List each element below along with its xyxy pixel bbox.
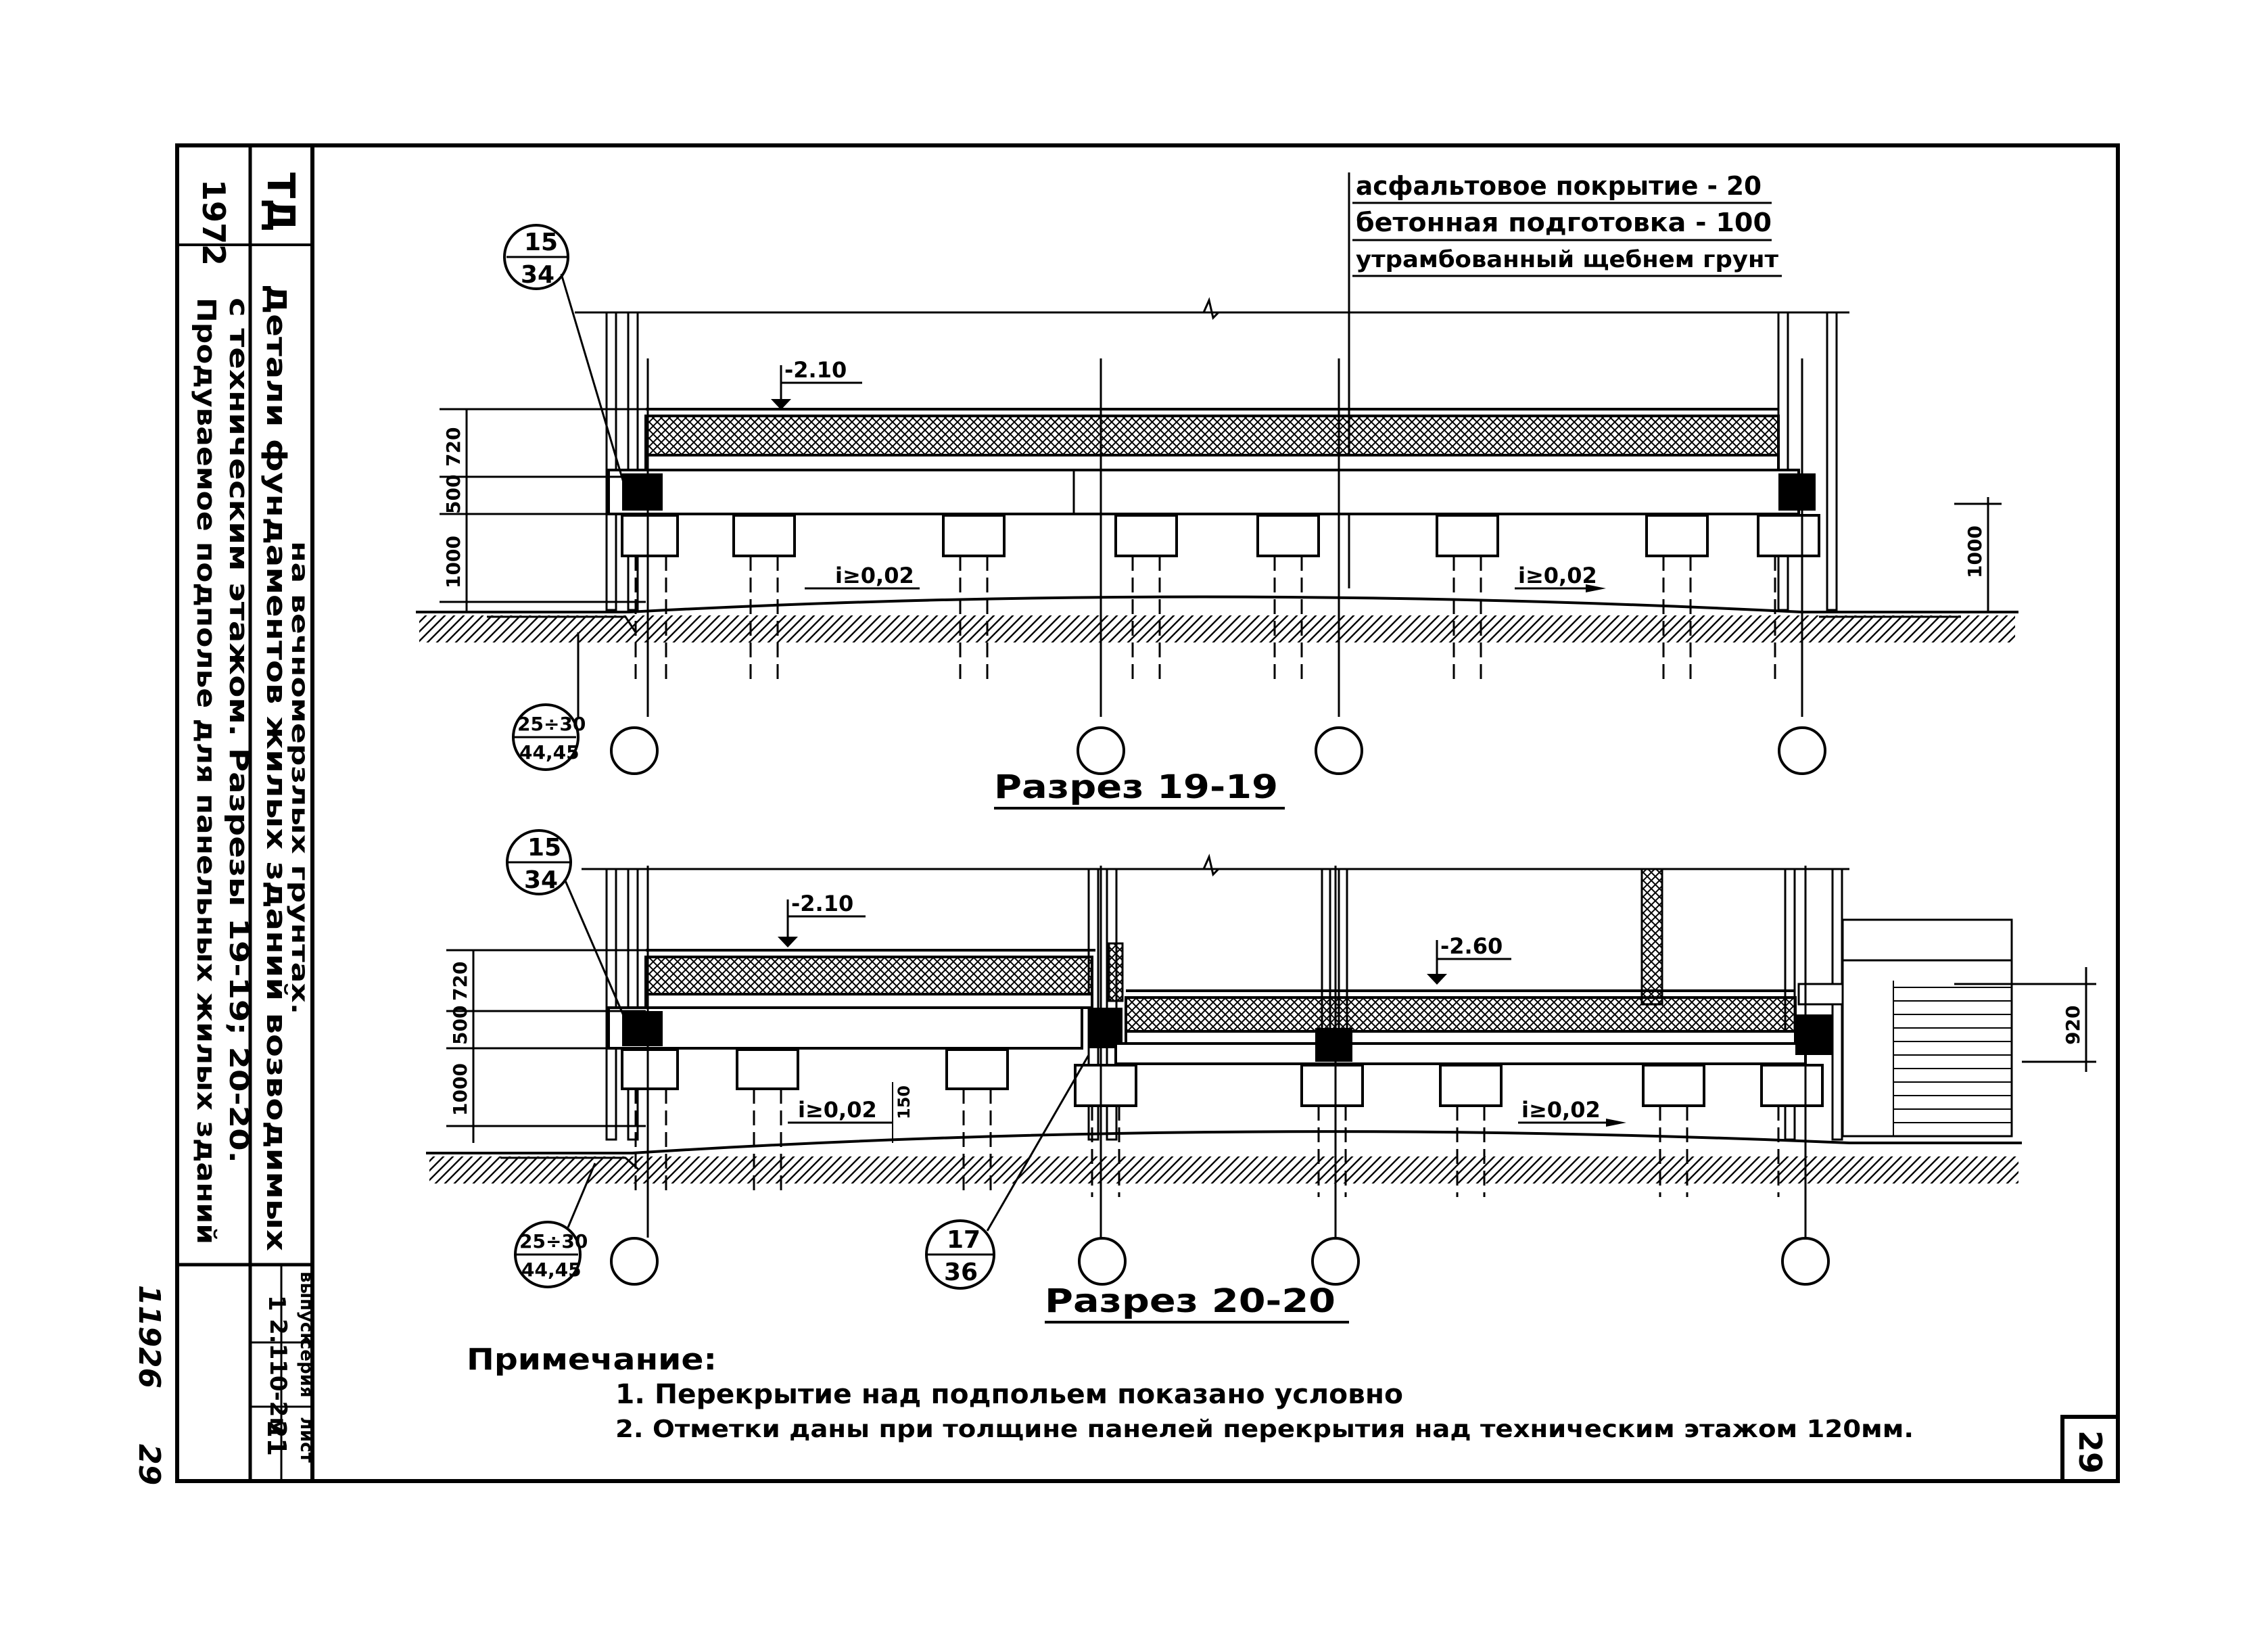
ref-20-bottom-den: 44,45	[521, 1259, 582, 1281]
ground-hatch-19	[419, 615, 2015, 642]
sheet-label: лист	[296, 1417, 316, 1463]
sheet-frame	[175, 143, 2120, 1483]
title-line-2: на вечномерзлых грунтах.	[286, 541, 313, 1014]
slope-20-right: i≥0,02	[1521, 1097, 1601, 1123]
slope-20-left: i≥0,02	[798, 1097, 877, 1123]
title-block: 1972 ТД Детали фундаментов жилых зданий …	[132, 145, 316, 1485]
level-19: -2.10	[784, 357, 847, 383]
note-1: 1. Перекрытие над подпольем показано усл…	[615, 1379, 1403, 1410]
notes-heading: Примечание:	[467, 1342, 717, 1377]
section-20-20: -2.10 -2.60 i≥0,02 150 i≥0,02 720 500 10…	[426, 829, 2096, 1323]
year-label: 1972	[195, 179, 232, 266]
slope-19-left: i≥0,02	[835, 563, 914, 588]
ref-19-bottom-den: 44,45	[519, 741, 580, 764]
layer-1: асфальтовое покрытие - 20	[1356, 171, 1762, 201]
notes: Примечание: 1. Перекрытие над подпольем …	[467, 1342, 1914, 1443]
dim-20-920: 920	[2062, 1006, 2084, 1045]
dim-20-150: 150	[895, 1085, 914, 1119]
ref-19-top-den: 34	[521, 261, 554, 289]
dim-19-500: 500	[442, 475, 465, 514]
layers-legend: асфальтовое покрытие - 20 бетонная подго…	[1348, 171, 1782, 588]
ref-20-top-num: 15	[527, 834, 561, 862]
ref-20-mid-num: 17	[947, 1226, 981, 1254]
page-badge-box	[2060, 1415, 2120, 1483]
layer-2: бетонная подготовка - 100	[1356, 208, 1772, 237]
issue-value: 1	[263, 1295, 290, 1311]
issue-label: выпуск	[296, 1271, 316, 1344]
sheet-value: 21	[262, 1420, 291, 1456]
ref-20-bottom-num: 25÷30	[519, 1230, 588, 1252]
caption-20-20: Разрез 20-20	[1045, 1282, 1336, 1320]
ref-19-top-num: 15	[524, 229, 558, 256]
inventory-number: 11926	[132, 1285, 166, 1388]
slope-19-right: i≥0,02	[1518, 563, 1597, 588]
inventory-page: 29	[132, 1444, 166, 1485]
dim-19-1000-left: 1000	[442, 536, 465, 588]
floor-insulation	[644, 415, 1780, 456]
axis-markers-20	[610, 1237, 1830, 1286]
caption-19-19: Разрез 19-19	[994, 768, 1278, 806]
dim-20-500: 500	[449, 1006, 471, 1045]
subtitle-line-2: с техническим этажом. Разрезы 19-19; 20-…	[224, 298, 254, 1163]
note-2: 2. Отметки даны при толщине панелей пере…	[615, 1415, 1914, 1443]
subtitle-line-1: Продуваемое подполье для панельных жилых…	[191, 298, 221, 1244]
series-value: 2.110-2м	[264, 1319, 291, 1436]
axis-markers-19	[610, 726, 1826, 775]
section-19-19: -2.10 i≥0,02 i≥0,02 720 500 1000 1000 15…	[416, 224, 2018, 810]
pile-caps-20	[621, 1048, 1824, 1107]
ref-20-mid-den: 36	[944, 1259, 978, 1286]
code-label: ТД	[258, 172, 302, 232]
layer-3: утрамбованный щебнем грунт	[1356, 246, 1778, 273]
dim-20-720: 720	[449, 962, 471, 1001]
dim-20-1000: 1000	[449, 1063, 471, 1116]
dim-19-720: 720	[442, 427, 465, 467]
page-badge: 29	[2072, 1430, 2108, 1474]
ground-hatch-20	[429, 1156, 2018, 1184]
pile-caps-19	[621, 514, 1820, 557]
level-20-left: -2.10	[791, 891, 853, 916]
ref-20-top-den: 34	[524, 866, 558, 894]
level-20-right: -2.60	[1440, 933, 1503, 959]
title-line-1: Детали фундаментов жилых зданий возводим…	[260, 284, 291, 1251]
ref-19-bottom-num: 25÷30	[517, 713, 586, 735]
dim-19-1000-right: 1000	[1964, 525, 1986, 578]
series-label: серия	[296, 1339, 316, 1398]
